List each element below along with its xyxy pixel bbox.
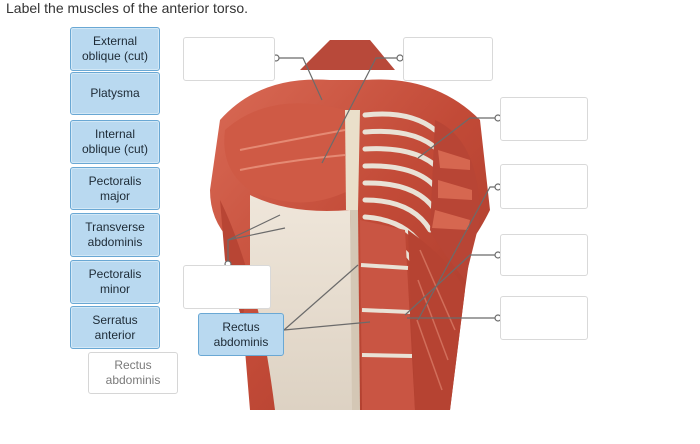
drop-zone-5[interactable] (500, 234, 588, 276)
drop-zone-2[interactable] (403, 37, 493, 81)
drop-zone-7[interactable] (183, 265, 271, 309)
drop-zone-4[interactable] (500, 164, 588, 209)
drop-zone-6[interactable] (500, 296, 588, 340)
drop-zone-1[interactable] (183, 37, 275, 81)
drop-zone-3[interactable] (500, 97, 588, 141)
drop-zone-8-filled[interactable]: Rectus abdominis (198, 313, 284, 356)
